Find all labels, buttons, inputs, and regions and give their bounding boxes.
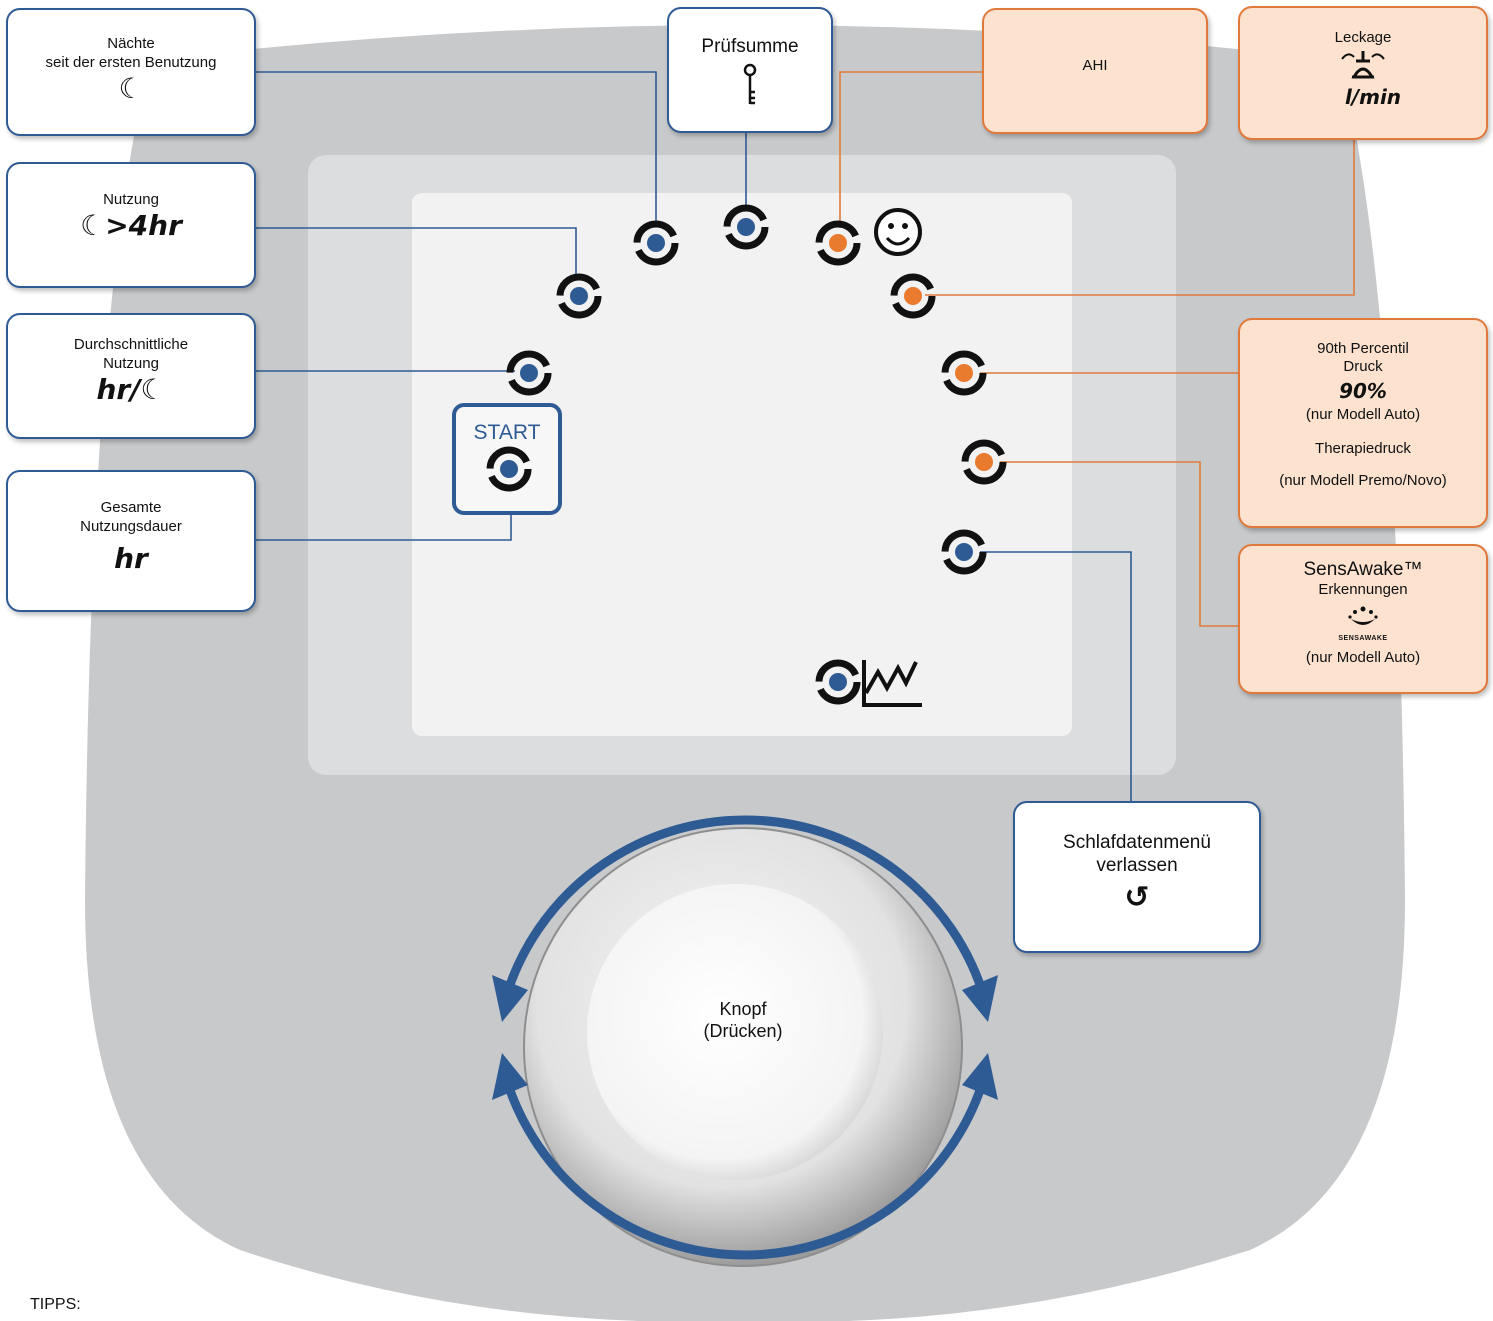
druck-subtitle: Druck <box>1343 358 1383 375</box>
led-sensawake <box>961 439 1007 485</box>
rotate-arrow-bottom <box>500 1070 990 1260</box>
tips-heading: TIPPS: <box>30 1296 81 1313</box>
line-gesamt <box>254 515 512 541</box>
sensawake-title: SensAwake™ <box>1303 559 1423 580</box>
leak-icon <box>1341 51 1385 79</box>
callout-ahi: AHI <box>982 8 1208 134</box>
hours-per-night-icon: hr/☾ <box>96 373 166 406</box>
druck-title: 90th Percentil <box>1317 340 1409 357</box>
line-naechte <box>254 71 657 225</box>
led-pruefsumme <box>723 204 769 250</box>
hours-icon: hr <box>114 542 148 575</box>
return-icon: ↺ <box>1124 880 1150 915</box>
key-icon <box>743 63 757 105</box>
arrow-head-bottom-right <box>962 1053 998 1100</box>
line-verlassen <box>980 551 1132 801</box>
callout-sensawake: SensAwake™ Erkennungen SENSAWAKE (nur Mo… <box>1238 544 1488 694</box>
callout-nutzung: Nutzung ☾>4hr <box>6 162 256 288</box>
callout-gesamt: Gesamte Nutzungsdauer hr <box>6 470 256 612</box>
sensawake-icon-text: SENSAWAKE <box>1338 635 1388 642</box>
line-ahi <box>839 71 982 228</box>
verlassen-subtitle: verlassen <box>1096 855 1178 876</box>
pruefsumme-title: Prüfsumme <box>701 36 799 57</box>
arrow-head-bottom-left <box>492 1053 528 1100</box>
naechte-title: Nächte <box>107 35 155 52</box>
druck-note-premo: (nur Modell Premo/Novo) <box>1279 472 1447 489</box>
start-button: START <box>452 403 562 515</box>
verlassen-title: Schlafdatenmenü <box>1063 832 1211 853</box>
rotate-arrow-top <box>500 815 990 1005</box>
arrow-head-top-right <box>962 975 998 1022</box>
sensawake-subtitle: Erkennungen <box>1318 581 1408 598</box>
moon-icon: ☾ <box>118 72 144 105</box>
callout-naechte: Nächte seit der ersten Benutzung ☾ <box>6 8 256 136</box>
leak-unit: l/min <box>1344 85 1402 109</box>
callout-verlassen: Schlafdatenmenü verlassen ↺ <box>1013 801 1261 953</box>
gesamt-title: Gesamte <box>100 499 162 516</box>
sensawake-icon <box>1348 606 1378 625</box>
led-druck <box>941 350 987 396</box>
leckage-title: Leckage <box>1334 29 1392 46</box>
led-leckage <box>890 273 936 319</box>
knob-label[interactable]: Knopf (Drücken) <box>703 999 783 1041</box>
gesamt-subtitle: Nutzungsdauer <box>80 518 182 535</box>
led-naechte <box>633 220 679 266</box>
moon-over-4hr-icon: ☾>4hr <box>80 209 182 242</box>
led-ahi <box>815 220 861 266</box>
knob <box>523 827 963 1267</box>
callout-durchschnitt: Durchschnittliche Nutzung hr/☾ <box>6 313 256 439</box>
led-durchschnitt <box>506 350 552 396</box>
callout-pruefsumme: Prüfsumme <box>667 7 833 133</box>
line-nutzung <box>254 227 577 280</box>
percentile-icon: 90% <box>1339 379 1387 403</box>
led-start <box>486 446 532 492</box>
callout-leckage: Leckage l/min <box>1238 6 1488 140</box>
nutzung-title: Nutzung <box>103 191 159 208</box>
screen <box>412 193 1072 736</box>
therapiedruck-title: Therapiedruck <box>1315 440 1411 457</box>
line-sensawake <box>1000 461 1240 627</box>
led-nutzung <box>556 273 602 319</box>
durchschnitt-subtitle: Nutzung <box>103 355 159 372</box>
ahi-title: AHI <box>1082 57 1108 74</box>
graph-icon <box>815 659 922 707</box>
sensawake-note: (nur Modell Auto) <box>1305 649 1421 666</box>
start-label: START <box>473 421 541 444</box>
smiley-icon <box>874 208 922 256</box>
arrow-head-top-left <box>492 975 528 1022</box>
druck-note-auto: (nur Modell Auto) <box>1305 406 1421 423</box>
naechte-subtitle: seit der ersten Benutzung <box>45 54 217 71</box>
callout-druck: 90th Percentil Druck 90% (nur Modell Aut… <box>1238 318 1488 528</box>
led-verlassen <box>941 529 987 575</box>
durchschnitt-title: Durchschnittliche <box>73 336 189 353</box>
line-leckage <box>925 140 1355 296</box>
